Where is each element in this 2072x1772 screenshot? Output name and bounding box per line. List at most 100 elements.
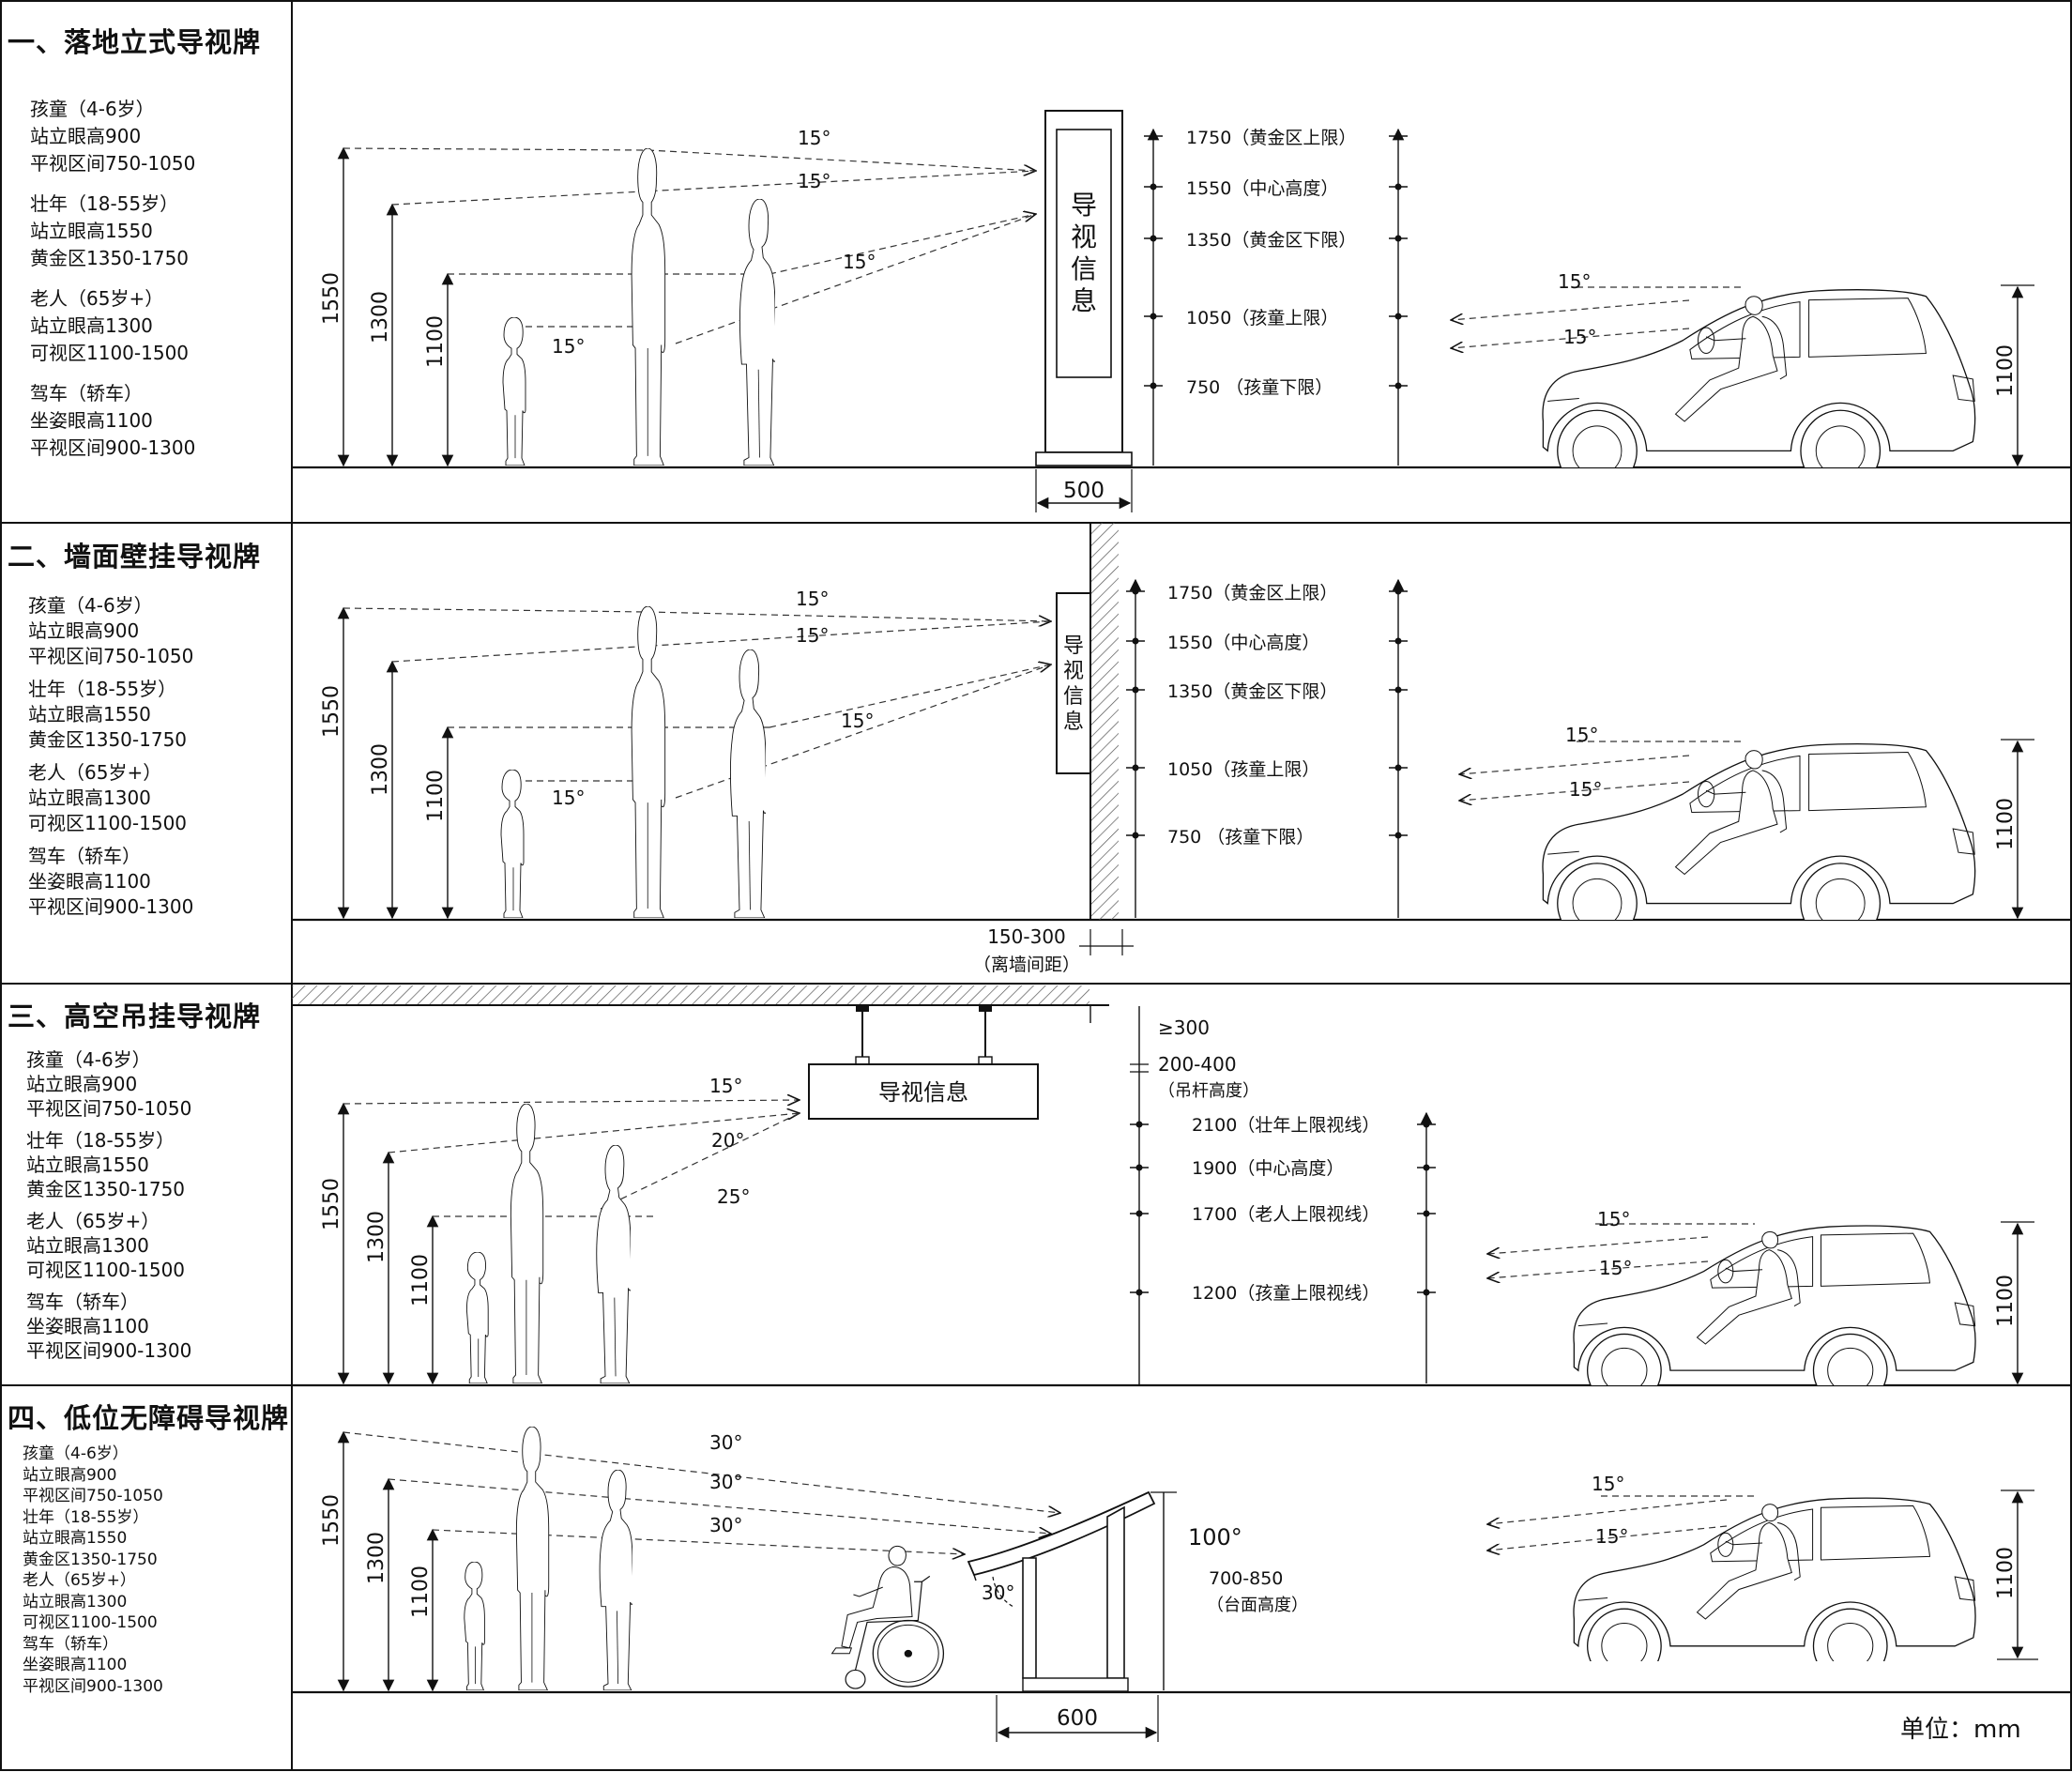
info-line: 平视区间750-1050 xyxy=(28,645,194,667)
height-scale: 1750（黄金区上限） 1550（中心高度） 1350（黄金区下限） 1050（… xyxy=(1144,128,1408,466)
info-line: 黄金区1350-1750 xyxy=(28,728,188,751)
panel-angle-label: 100° xyxy=(1188,1524,1242,1550)
adult-figure xyxy=(515,1427,550,1690)
height-scale: 1750（黄金区上限） 1550（中心高度） 1350（黄金区下限） 1050（… xyxy=(1126,578,1408,918)
car-sight-lines xyxy=(1487,1495,1755,1550)
child-figure xyxy=(464,1562,486,1690)
angle-label: 15° xyxy=(709,1075,742,1097)
height-dimension: 1550 1300 1100 xyxy=(320,146,454,467)
car-height-label: 1100 xyxy=(1994,344,2018,397)
height-label-1100: 1100 xyxy=(424,315,448,368)
top-label: ≥300 xyxy=(1158,1016,1210,1039)
car-sight-lines xyxy=(1459,741,1745,801)
panel-dimension: 100° 700-850 （台面高度） xyxy=(1150,1491,1308,1690)
info-line: 老人（65岁+） xyxy=(30,287,164,310)
info-line: 驾车（轿车） xyxy=(28,845,141,867)
info-line: 站立眼高1300 xyxy=(28,787,151,809)
angle-label: 15° xyxy=(796,624,829,647)
angle-label: 15° xyxy=(1592,1473,1624,1495)
info-line: 坐姿眼高1100 xyxy=(26,1315,149,1337)
car-height-label: 1100 xyxy=(1994,1547,2018,1599)
ceiling-hatch xyxy=(292,985,1089,1004)
sidebar-section-3: 三、高空吊挂导视牌 孩童（4-6岁） 站立眼高900 平视区间750-1050 … xyxy=(8,995,289,1363)
info-line: 站立眼高900 xyxy=(30,125,142,147)
angle-label: 15° xyxy=(552,335,585,358)
height-label-1300: 1300 xyxy=(365,1532,388,1584)
info-line: 站立眼高900 xyxy=(26,1073,138,1095)
height-scale: 2100（壮年上限视线） 1900（中心高度） 1700（老人上限视线） 120… xyxy=(1130,1111,1436,1383)
section-title: 四、低位无障碍导视牌 xyxy=(8,1402,290,1434)
scale-label: 1700（老人上限视线） xyxy=(1192,1204,1379,1225)
scale-label: 1200（孩童上限视线） xyxy=(1192,1283,1379,1304)
section-3-drawing: 1550 1300 1100 导视信息 15° 20° 25° xyxy=(292,985,2071,1387)
info-line: 站立眼高1550 xyxy=(26,1153,149,1176)
info-line: 驾车（轿车） xyxy=(30,382,143,405)
height-label-1100: 1100 xyxy=(409,1566,433,1618)
sidebar-section-4: 四、低位无障碍导视牌 孩童（4-6岁） 站立眼高900 平视区间750-1050… xyxy=(8,1397,289,1697)
info-line: 黄金区1350-1750 xyxy=(23,1550,158,1569)
top-dimension: ≥300 200-400 （吊杆高度） xyxy=(1130,1006,1259,1385)
height-dimension: 1550 1300 1100 xyxy=(320,606,454,920)
info-line: 站立眼高1300 xyxy=(23,1592,128,1612)
scale-label: 1050（孩童上限） xyxy=(1186,308,1338,328)
panel-height-label: 700-850 xyxy=(1209,1568,1283,1589)
sign-char: 信 xyxy=(1063,685,1084,709)
car-height-label: 1100 xyxy=(1994,798,2018,850)
scale-label: 750 （孩童下限） xyxy=(1186,377,1333,398)
info-line: 站立眼高1550 xyxy=(23,1529,128,1548)
angle-label: 15° xyxy=(552,787,585,809)
height-dimension: 1550 1300 1100 xyxy=(320,1430,439,1692)
sign-char: 信 xyxy=(1071,253,1097,284)
scale-label: 1900（中心高度） xyxy=(1192,1158,1344,1179)
info-line: 可视区1100-1500 xyxy=(23,1613,158,1632)
unit-label: 单位：mm xyxy=(1900,1716,2021,1744)
info-line: 站立眼高1550 xyxy=(30,220,153,242)
info-list: 孩童（4-6岁） 站立眼高900 平视区间750-1050 壮年（18-55岁）… xyxy=(28,593,289,920)
angle-label: 15° xyxy=(796,588,829,610)
offset-note: （离墙间距） xyxy=(973,955,1080,975)
wall-hatch xyxy=(1090,523,1119,920)
car-figure xyxy=(1542,742,1976,920)
info-line: 壮年（18-55岁） xyxy=(23,1507,149,1527)
adult-figure xyxy=(510,1104,544,1383)
info-line: 壮年（18-55岁） xyxy=(30,192,179,215)
info-line: 平视区间750-1050 xyxy=(30,152,196,175)
angle-label: 15° xyxy=(1597,1208,1630,1230)
wall-offset-dimension: 150-300 （离墙间距） xyxy=(973,925,1134,975)
angle-label: 30° xyxy=(709,1471,742,1493)
height-label-1550: 1550 xyxy=(320,1494,343,1547)
angle-label: 15° xyxy=(798,127,830,149)
info-line: 壮年（18-55岁） xyxy=(28,678,177,700)
info-line: 平视区间750-1050 xyxy=(23,1487,163,1505)
width-dimension: 500 xyxy=(1035,469,1133,512)
height-label-1550: 1550 xyxy=(320,272,343,325)
scale-label: 1750（黄金区上限） xyxy=(1186,128,1356,148)
section-2-drawing: 1550 1300 1100 15° 15° 15° 15° 导 视 信 息 xyxy=(292,523,2071,975)
adult-figure xyxy=(630,606,666,918)
elder-figure xyxy=(739,199,775,466)
elder-figure xyxy=(599,1470,632,1690)
angle-label: 15° xyxy=(1569,778,1602,801)
sign-char: 视 xyxy=(1071,222,1097,252)
sign-char: 导 xyxy=(1071,190,1097,221)
sign-char: 导 xyxy=(1063,634,1084,658)
height-dimension: 1550 1300 1100 xyxy=(320,1102,439,1385)
angle-label: 30° xyxy=(709,1514,742,1536)
info-line: 站立眼高900 xyxy=(23,1465,117,1485)
offset-label: 150-300 xyxy=(987,925,1066,948)
sign-char: 息 xyxy=(1071,285,1097,316)
elder-figure xyxy=(729,649,766,918)
child-figure xyxy=(500,770,525,918)
info-line: 坐姿眼高1100 xyxy=(23,1656,128,1674)
height-label-1300: 1300 xyxy=(369,291,392,344)
top-label: （吊杆高度） xyxy=(1158,1081,1259,1101)
info-line: 黄金区1350-1750 xyxy=(30,247,190,269)
panel-height-note: （台面高度） xyxy=(1207,1596,1308,1615)
car-sight-lines xyxy=(1451,286,1745,348)
height-label-1100: 1100 xyxy=(424,770,448,822)
car-height-label: 1100 xyxy=(1994,1275,2018,1327)
info-line: 可视区1100-1500 xyxy=(26,1259,186,1281)
child-figure xyxy=(465,1252,489,1383)
info-line: 平视区间750-1050 xyxy=(26,1097,192,1120)
